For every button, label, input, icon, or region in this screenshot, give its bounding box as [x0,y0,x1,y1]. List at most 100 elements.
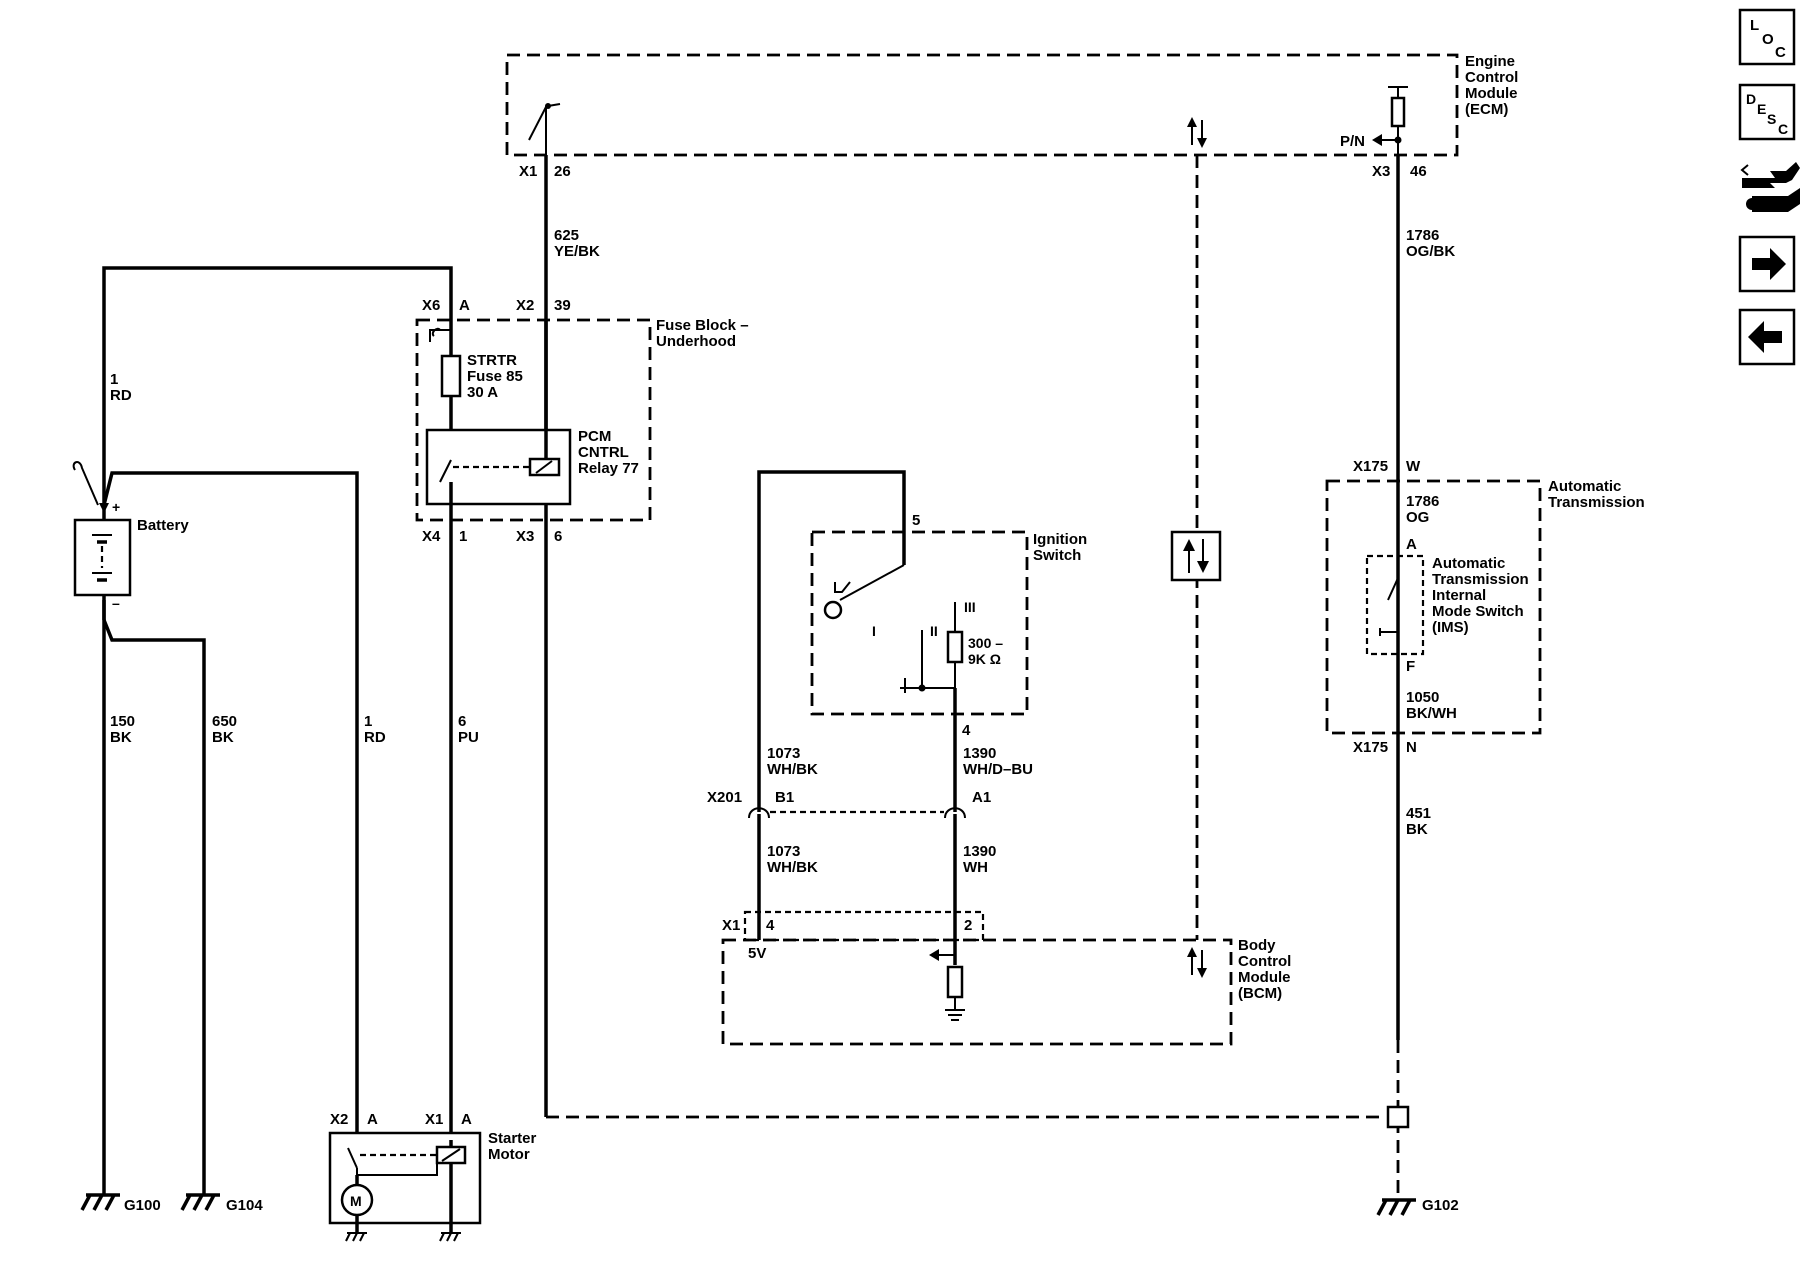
desc-button[interactable]: D E S C [1738,83,1796,141]
battery-minus: – [112,595,120,611]
starter-x2-pin: A [367,1111,378,1128]
ground-g100-label: G100 [124,1197,161,1214]
fuse-label-line1: STRTR [467,352,517,369]
ignition-position-i: I [872,623,876,639]
battery-junction [99,503,109,513]
bcm-label-line2: Control [1238,953,1291,970]
ground-g102-label: G102 [1422,1197,1459,1214]
fuse-block-x2: X2 [516,297,534,314]
ecm-label-line4: (ECM) [1465,101,1508,118]
serial-data-bidirectional-icon [1170,530,1222,582]
previous-page-button[interactable] [1738,308,1796,366]
ims-label-line4: Mode Switch [1432,603,1524,620]
trans-x175-bottom: X175 [1353,739,1388,756]
ignition-switch-blade [839,564,905,601]
strtr-fuse-85: STRTR Fuse 85 30 A [440,320,523,430]
ignition-switch: Ignition Switch 5 I II III 300 – 9K Ω 4 [757,470,1087,812]
wire-1390-upper-number: 1390 [963,745,996,762]
x201-label: X201 [707,789,742,806]
wire-1050-color: BK/WH [1406,705,1457,722]
wire-650 [102,619,206,1195]
wire-650-number: 650 [212,713,237,730]
bus-bar-symbol [429,329,451,342]
battery: + – Battery [72,461,189,620]
x201-pin-a1: A1 [972,789,991,806]
ground-g102: G102 [1376,1197,1459,1216]
ecm-label-line3: Module [1465,85,1518,102]
shield-splice [1386,1105,1410,1129]
fuse-block-label-line2: Underhood [656,333,736,350]
wire-1073-loop [757,470,906,812]
wire-6-number: 6 [458,713,466,730]
battery-plus: + [112,499,120,515]
ecm-pn-label: P/N [1340,133,1365,150]
loc-letter-o: O [1762,31,1774,48]
relay-label-line1: PCM [578,428,611,445]
wire-1390-lower-number: 1390 [963,843,996,860]
x201-pin-b1: B1 [775,789,794,806]
x201-b1-terminal [748,807,770,819]
ecm-x1-connector: X1 [519,163,537,180]
fuse-label-line2: Fuse 85 [467,368,523,385]
bcm-label-line4: (BCM) [1238,985,1282,1002]
ecm-x3-pin: 46 [1410,163,1427,180]
desc-letter-d: D [1746,91,1756,107]
ecm-x3-connector: X3 [1372,163,1390,180]
next-page-button[interactable] [1738,235,1796,293]
wire-1-rd-number: 1 [110,371,118,388]
ims-label-line5: (IMS) [1432,619,1469,636]
fuse-block-x4: X4 [422,528,441,545]
fuse-block-underhood: Fuse Block – Underhood X6 A X2 39 X4 1 X… [415,297,749,545]
bcm-pin-2: 2 [964,917,972,934]
connector-repair-button[interactable] [1740,162,1800,212]
ims-label-line1: Automatic [1432,555,1505,572]
starter-motor-letter: M [350,1193,362,1209]
wire-451-color: BK [1406,821,1428,838]
wire-1073-upper-color: WH/BK [767,761,818,778]
trans-pin-a: A [1406,536,1417,553]
ecm-label-line1: Engine [1465,53,1515,70]
wire-1-rd-mid-number: 1 [364,713,372,730]
wire-1073-upper-number: 1073 [767,745,800,762]
ignition-pivot [823,600,843,620]
ims-label-line2: Transmission [1432,571,1529,588]
ignition-position-iii: III [964,599,976,615]
wire-1786-color: OG/BK [1406,243,1455,260]
wire-1073-lower-number: 1073 [767,843,800,860]
ignition-resistor-line2: 9K Ω [968,651,1001,667]
fuse-block-label-line1: Fuse Block – [656,317,749,334]
ignition-resistor-line1: 300 – [968,635,1003,651]
trans-pin-w: W [1406,458,1421,475]
fuse-block-x6-pin: A [459,297,470,314]
fuse-block-x4-pin: 1 [459,528,467,545]
loc-button[interactable]: L O C [1738,8,1796,66]
ecm-x1-pin: 26 [554,163,571,180]
desc-letter-e: E [1757,101,1766,117]
starter-case-ground-icon [345,1232,461,1242]
bcm-x1-connector: X1 [722,917,740,934]
bcm-pin-4: 4 [766,917,775,934]
wire-650-color: BK [212,729,234,746]
fuse-block-x6: X6 [422,297,440,314]
ignition-pin-5: 5 [912,512,920,529]
starter-x1: X1 [425,1111,443,1128]
wire-1050-number: 1050 [1406,689,1439,706]
automatic-transmission: Automatic Transmission X175 W 1786 OG A … [1325,458,1645,756]
starter-label-line2: Motor [488,1146,530,1163]
trans-pin-f: F [1406,658,1415,675]
arrow-right-icon [1752,248,1786,280]
loc-letter-c: C [1775,44,1786,61]
ecm-label-line2: Control [1465,69,1518,86]
relay-contact [439,459,452,483]
ecm-pull-resistor: P/N [1340,86,1408,155]
battery-cable-symbol [72,461,99,506]
x201-a1-terminal [944,807,966,819]
desc-letter-s: S [1767,111,1776,127]
wire-1786-number: 1786 [1406,227,1439,244]
starter-x1-pin: A [461,1111,472,1128]
fuse-block-x3-pin: 6 [554,528,562,545]
trans-label-line2: Transmission [1548,494,1645,511]
wire-1390-lower-color: WH [963,859,988,876]
connector-wrench-icon [1740,162,1800,212]
